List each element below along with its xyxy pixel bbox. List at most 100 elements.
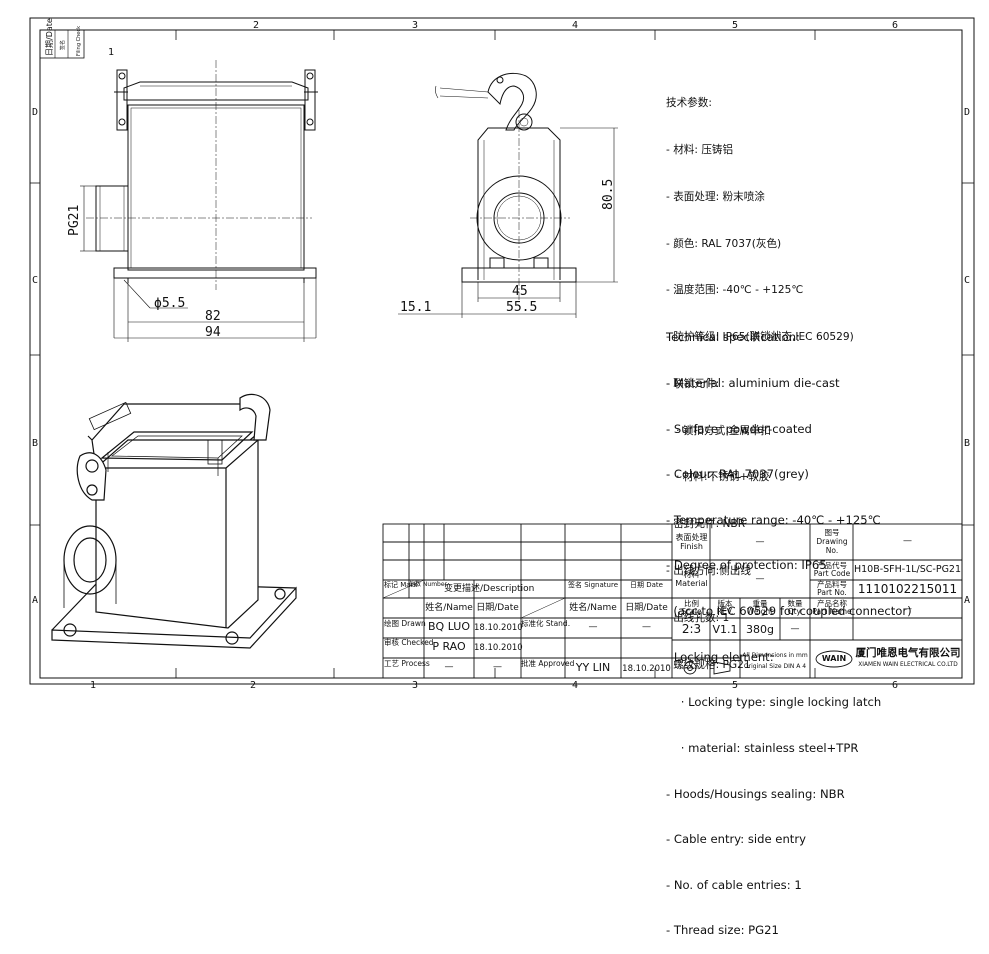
row-letter: C <box>32 275 38 286</box>
spec-en-line: - Thread size: PG21 <box>666 923 779 938</box>
finish-value: — <box>755 537 765 547</box>
spec-en-line: - Locking element: <box>666 649 774 664</box>
spec-en-line: - Surface: powder-coated <box>666 421 812 436</box>
column-ticks <box>30 30 974 678</box>
material-value: — <box>755 574 765 584</box>
col-num: 3 <box>412 20 418 31</box>
spec-cn-line: - 出线孔数: 1 <box>666 611 730 624</box>
spec-cn-line: - 温度范围: -40℃ - +125℃ <box>666 284 804 297</box>
approved-date: 18.10.2010 <box>622 664 671 674</box>
row-letter: B <box>964 438 970 449</box>
dim-15-1: 15.1 <box>400 300 431 315</box>
col-num: 6 <box>892 20 898 31</box>
spec-en-line: · material: stainless steel+TPR <box>666 740 859 755</box>
checked-label: 审核 Checked <box>384 638 434 647</box>
dim-hole: ϕ5.5 <box>154 296 185 311</box>
front-dim-labels: PG21 ϕ5.5 82 94 <box>67 205 221 340</box>
process-date: — <box>493 662 502 672</box>
checked-date: 18.10.2010 <box>474 643 523 653</box>
company-name-cn: 厦门唯恩电气有限公司 <box>855 647 961 659</box>
spec-cn-line: - 颜色: RAL 7037(灰色) <box>666 237 782 250</box>
stand-name: — <box>588 622 598 632</box>
col-num: 3 <box>412 680 418 691</box>
spec-cn-heading: 技术参数: <box>666 97 712 110</box>
checked-name: P RAO <box>432 640 466 653</box>
drawing-no-label: 图号 Drawing No. <box>816 528 848 555</box>
outer-border <box>29 17 975 685</box>
filing-box: 日期/Date 签名 Filing Check <box>39 18 85 59</box>
spec-en-line: - Degree of protection: IP65 <box>666 558 827 573</box>
front-view <box>80 60 318 342</box>
spec-en-line: - Material: aluminium die-cast <box>666 376 840 391</box>
company-logo: WAIN <box>821 654 847 663</box>
dim-94: 94 <box>205 325 221 340</box>
dim-55-5: 55.5 <box>506 300 537 315</box>
dim-80-5: 80.5 <box>601 179 616 210</box>
row-letter: D <box>32 107 38 118</box>
name-col-header: 姓名/Name <box>425 603 473 613</box>
date-col-header-2: 日期/Date <box>625 603 668 613</box>
spec-chinese: 技术参数: - 材料: 压铸铝 - 表面处理: 粉末喷涂 - 颜色: RAL 7… <box>666 65 854 689</box>
col-num: 6 <box>892 680 898 691</box>
dim-82: 82 <box>205 309 221 324</box>
stand-date: — <box>642 622 651 632</box>
rev-signature-label: 签名 Signature <box>568 581 618 589</box>
part-code-label: 产品代号 Part Code <box>813 561 851 578</box>
drawing-sheet: 日期/Date 签名 Filing Check 1 2 3 4 5 6 1 2 … <box>29 17 975 691</box>
col-num: 2 <box>250 680 256 691</box>
col-num: 5 <box>732 20 738 31</box>
finish-label: 表面处理 Finish <box>675 533 708 551</box>
process-name: — <box>444 662 454 672</box>
spec-en-line: - Colour: RAL 7037(grey) <box>666 467 809 482</box>
col-num: 2 <box>253 20 259 31</box>
row-letter: C <box>964 275 970 286</box>
spec-cn-line: - 表面处理: 粉末喷涂 <box>666 190 765 203</box>
approved-name: YY LIN <box>575 661 611 674</box>
scale-value: 2:3 <box>681 622 702 636</box>
rev-mark-label: 标记 Mark <box>384 581 418 589</box>
drawn-label: 绘图 Drawn <box>384 619 426 628</box>
col-num: 4 <box>572 20 578 31</box>
dim-45: 45 <box>512 284 528 299</box>
scale-label: 比例 Scale <box>681 599 702 616</box>
weight-label: 重量 Weight <box>746 599 774 616</box>
process-label: 工艺 Process <box>384 659 430 668</box>
material-label: 材料 Material <box>675 570 708 588</box>
row-letter: B <box>32 438 38 449</box>
row-letter: D <box>964 107 970 118</box>
part-no-label: 产品料号 Part No. <box>817 580 847 597</box>
col-num: 1 <box>90 680 96 691</box>
drawn-date: 18.10.2010 <box>474 623 523 633</box>
weight-value: 380g <box>746 623 774 636</box>
spec-cn-line: - 材料: 压铸铝 <box>666 143 734 156</box>
stand-label: 标准化 Stand. <box>521 619 571 628</box>
rev-label: 版本 REV. <box>716 599 734 616</box>
spec-en-line: - Temperature range: -40℃ - +125℃ <box>666 512 881 527</box>
corner-date-label: 日期/Date <box>45 18 54 56</box>
spec-cn-line: - 防护等级: IP65(联锁状态,IEC 60529) <box>666 331 854 344</box>
spec-en-line: - Cable entry: side entry <box>666 832 806 847</box>
qty-value: — <box>790 624 800 634</box>
side-dim-labels: 80.5 45 55.5 15.1 <box>400 179 616 315</box>
spec-en-line: · Locking type: single locking latch <box>666 695 882 710</box>
col-num: 1 <box>108 47 114 58</box>
spec-cn-line: · 材料:不锈钢+软胶 <box>666 471 770 484</box>
part-name-value: — <box>903 604 912 614</box>
col-num: 5 <box>732 680 738 691</box>
corner-sign-label: 签名 <box>59 40 66 50</box>
company-name-en: XIAMEN WAIN ELECTRICAL CO.LTD <box>858 662 958 668</box>
spec-en-line: (acc.to IEC 60529 for coupled connector) <box>666 604 912 619</box>
qty-label: 数量 Qty. <box>787 599 803 616</box>
dims-note-1: All Dimensions in mm <box>742 652 808 659</box>
spec-en-line: - No. of cable entries: 1 <box>666 877 802 892</box>
row-letter: A <box>964 595 970 606</box>
part-no-value: 1110102215011 <box>857 582 958 596</box>
dims-note-2: Original Size DIN A 4 <box>743 663 807 670</box>
title-block <box>382 523 963 679</box>
date-col-header: 日期/Date <box>476 603 519 613</box>
isometric-view <box>51 393 297 649</box>
rev-date-label: 日期 Date <box>630 581 663 589</box>
corner-check-label: Filing Check <box>76 26 82 56</box>
col-num: 4 <box>572 680 578 691</box>
spec-en-heading: Technical specification: <box>666 330 800 345</box>
